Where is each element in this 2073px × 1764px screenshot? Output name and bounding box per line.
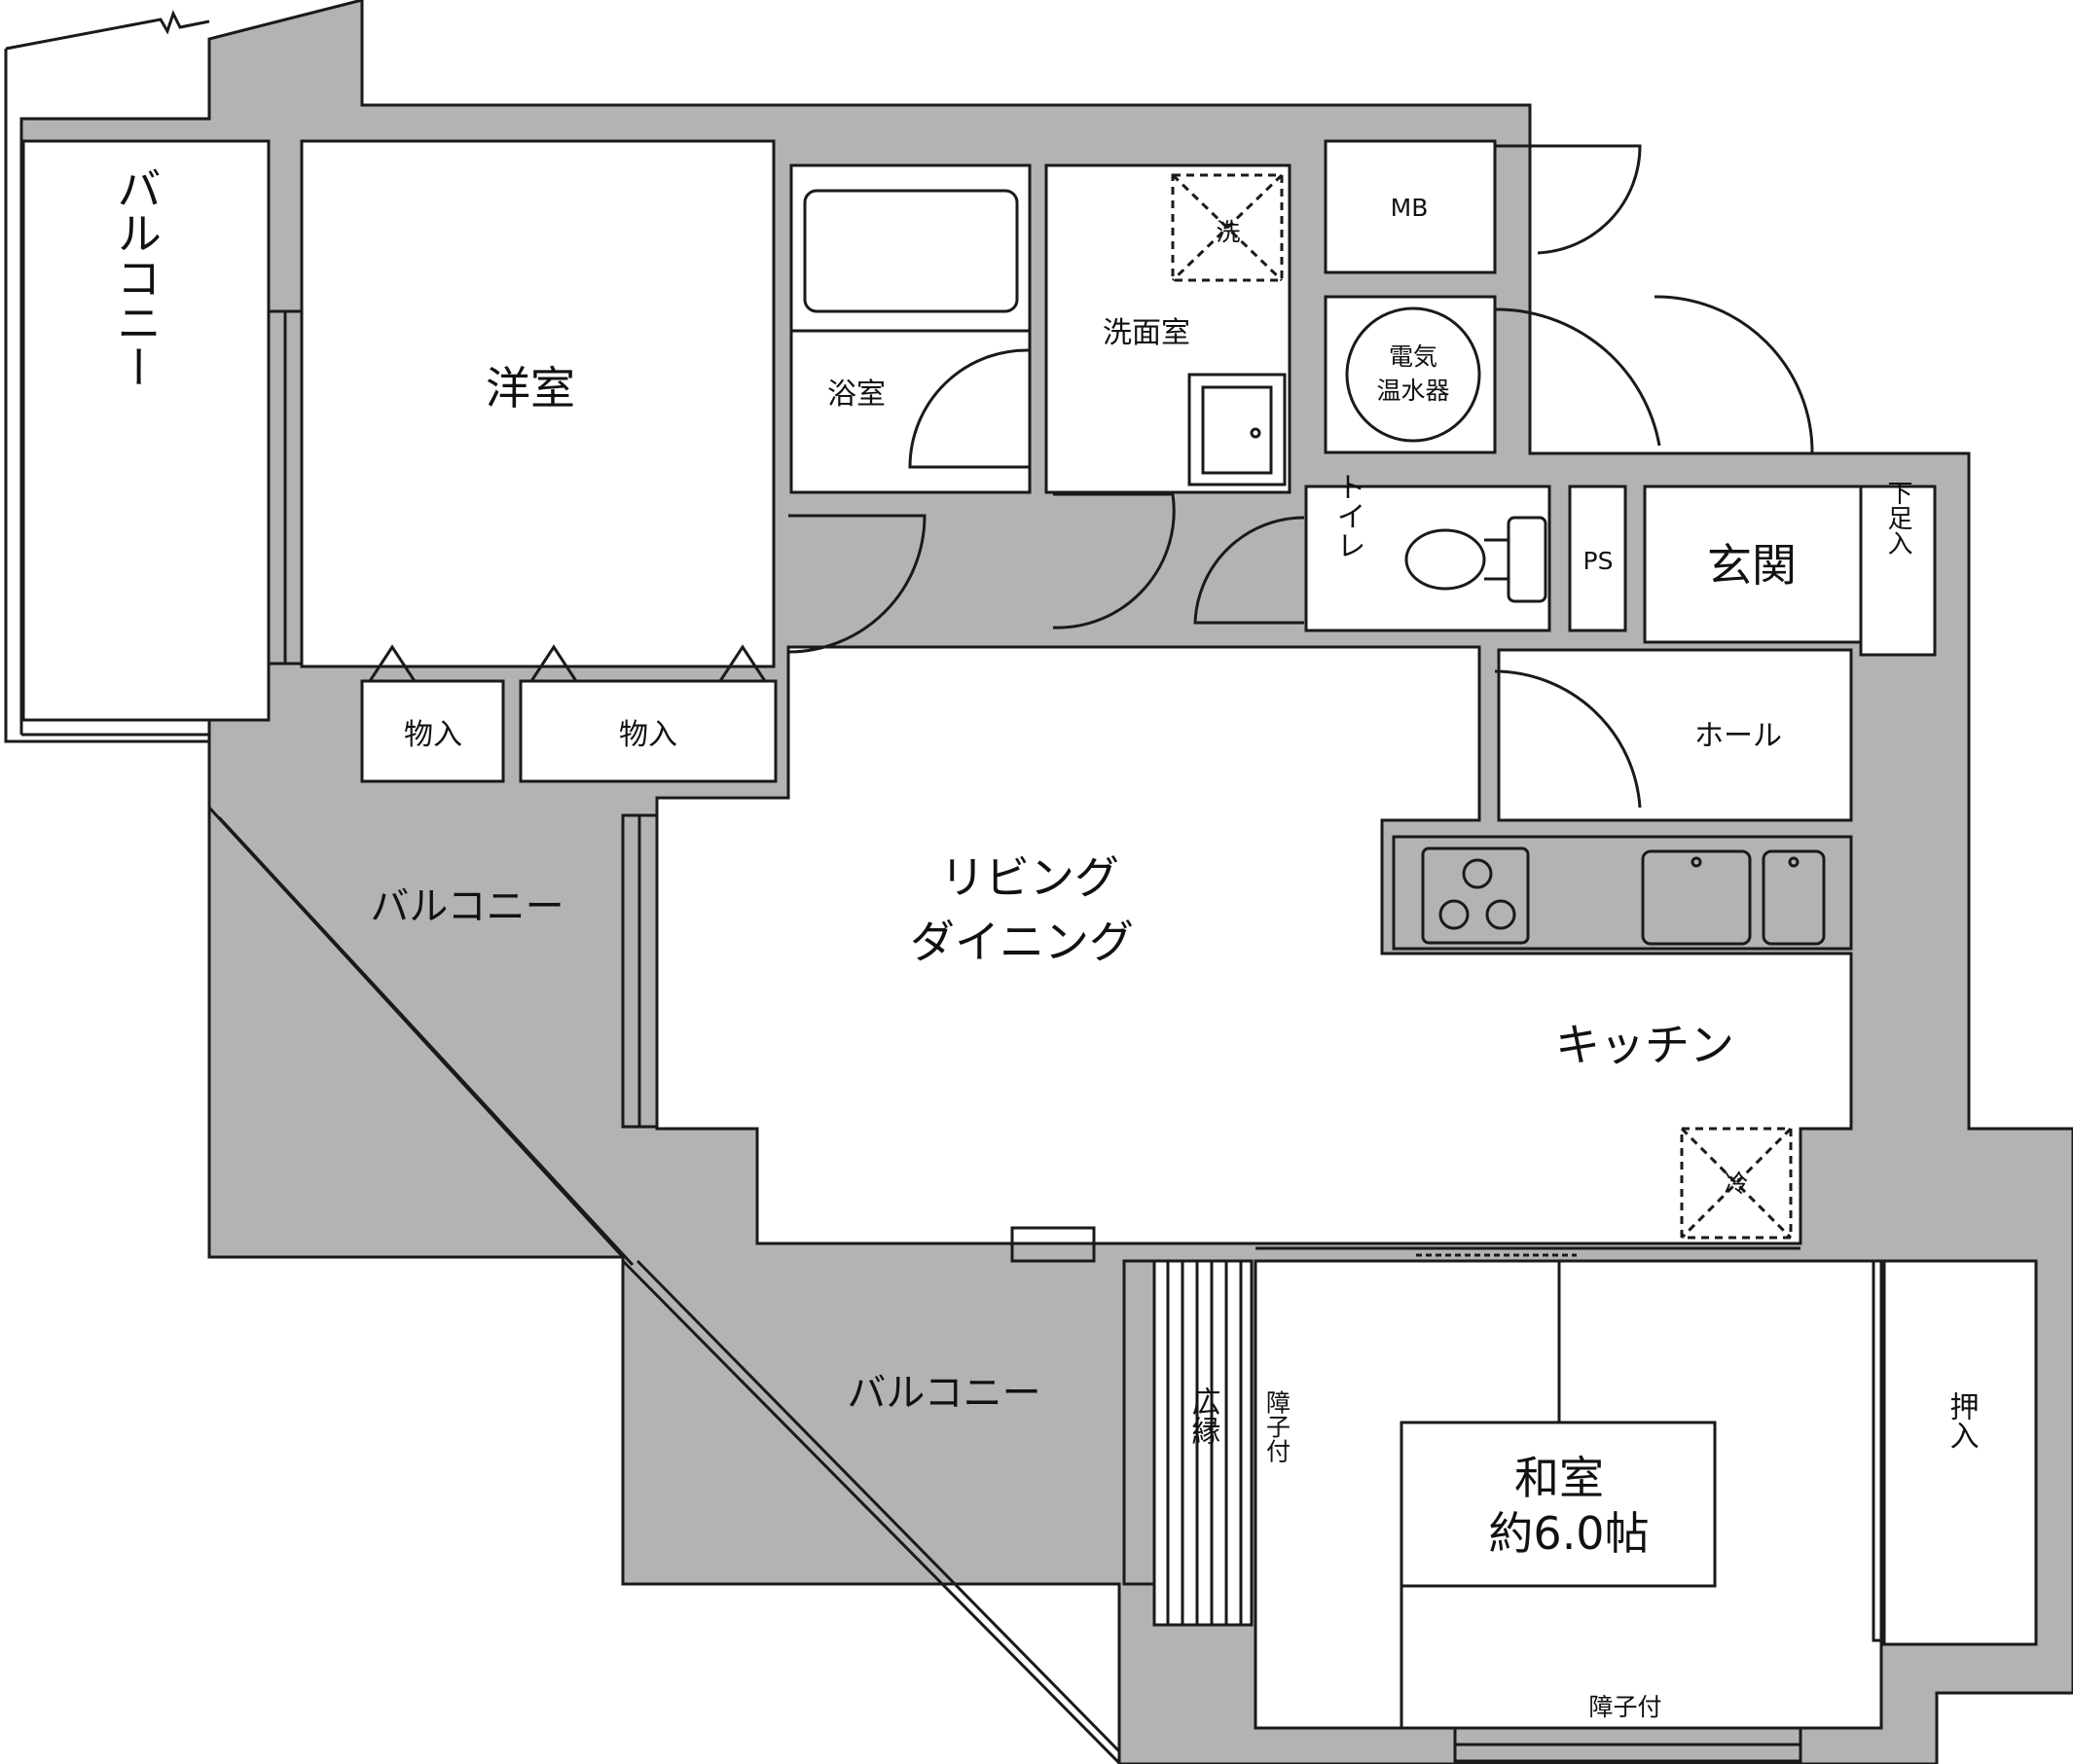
fridge-space [1680, 1127, 1793, 1240]
label-japanese-room-2: 約6.0帖 [1488, 1507, 1649, 1560]
storage-2 [519, 679, 778, 783]
stove [1421, 846, 1530, 945]
label-engawa: 広縁 [1186, 1386, 1221, 1445]
label-fridge: 冷 [1724, 1170, 1748, 1198]
label-storage-2: 物入 [619, 718, 677, 752]
label-pipe-space: PS [1583, 547, 1614, 575]
engawa-floor [1152, 1259, 1254, 1627]
label-washroom: 洗面室 [1103, 316, 1190, 350]
washroom [1044, 163, 1291, 494]
shoe-storage [1859, 485, 1937, 657]
living-dining-kitchen [655, 645, 1853, 1245]
toilet-tank [1507, 516, 1547, 603]
meter-box [1324, 139, 1497, 274]
label-shoji-bottom: 障子付 [1588, 1693, 1661, 1721]
washer-pan [1171, 173, 1284, 282]
label-shoe-storage: 下足入 [1883, 480, 1912, 556]
water-heater-room [1324, 295, 1497, 454]
wash-basin [1187, 373, 1287, 486]
water-heater-tank [1345, 306, 1481, 443]
room-floors [21, 139, 2038, 1730]
bathtub [803, 189, 1019, 313]
label-shoji-left: 障子付 [1263, 1390, 1291, 1463]
hall [1497, 648, 1853, 822]
toilet-bowl [1404, 528, 1486, 591]
label-kitchen: キッチン [1555, 1019, 1734, 1071]
label-balcony-south: バルコニー [847, 1371, 1040, 1416]
japanese-room [1254, 1259, 1883, 1730]
closet-floor [1882, 1259, 2038, 1646]
label-western-room: 洋室 [486, 362, 575, 414]
fixtures [267, 144, 1886, 1763]
label-washer: 洗 [1216, 218, 1240, 246]
label-water-heater-2: 温水器 [1376, 377, 1449, 405]
balcony-outlines [4, 10, 1121, 1764]
label-living-2: ダイニング [910, 916, 1134, 968]
kitchen-counter [1392, 835, 1853, 951]
western-room [300, 139, 776, 668]
pipe-space [1568, 485, 1627, 632]
label-water-heater-1: 電気 [1389, 342, 1437, 371]
room-labels: 洋室 浴室 洗面室 洗 MB 電気 温水器 トイレ PS 玄関 下足入 ホール … [110, 165, 1979, 1721]
label-japanese-room-1: 和室 [1514, 1452, 1604, 1504]
bathroom [789, 163, 1032, 494]
label-living-1: リビング [940, 851, 1119, 904]
label-meter-box: MB [1391, 194, 1429, 222]
label-balcony-west: バルコニー [110, 165, 163, 389]
label-entrance: 玄関 [1707, 539, 1797, 592]
sink-1 [1641, 849, 1752, 946]
label-storage-1: 物入 [404, 718, 462, 752]
label-toilet: トイレ [1331, 472, 1365, 559]
entrance [1643, 485, 1863, 644]
sink-2 [1762, 849, 1826, 946]
label-closet: 押入 [1945, 1391, 1979, 1450]
label-bathroom: 浴室 [827, 378, 886, 412]
label-hall: ホール [1694, 719, 1782, 753]
storage-1 [360, 679, 505, 783]
label-balcony-middle: バルコニー [370, 884, 564, 929]
